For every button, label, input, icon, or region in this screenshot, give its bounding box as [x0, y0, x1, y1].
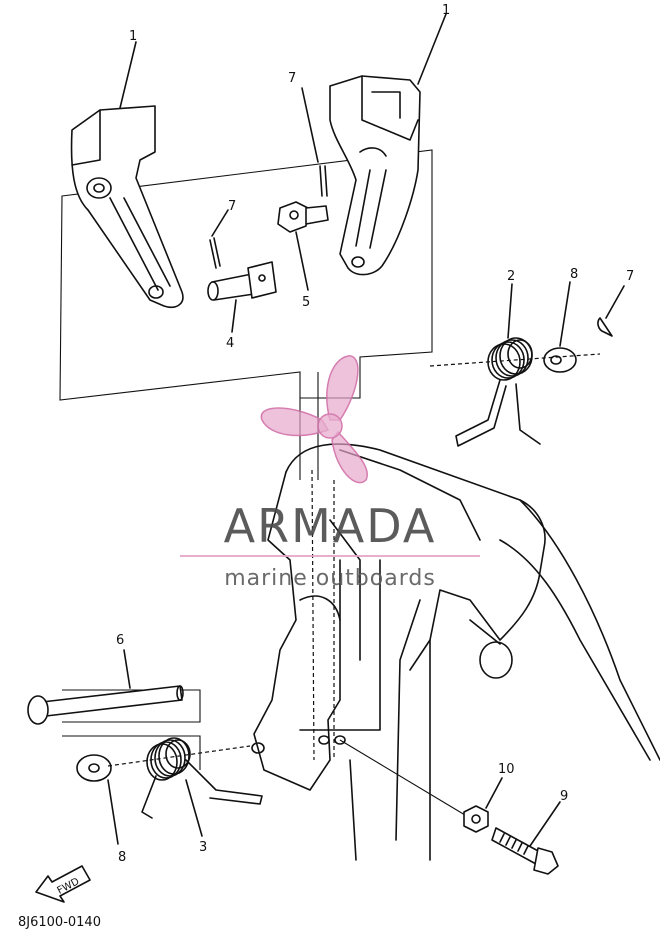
cotter-pin-part-7-middle	[301, 87, 328, 197]
bracket-left-part-1	[70, 41, 184, 308]
clevis-pin-part-4	[207, 261, 277, 333]
assembly-axis-bolt	[339, 739, 471, 819]
forward-direction-arrow: FWD	[35, 865, 91, 903]
flat-washer-part-8-upper	[543, 281, 577, 373]
long-pin-part-6	[27, 649, 201, 725]
callout-part-7-middle: 7	[288, 71, 296, 86]
watermark-brand: ARMADA	[224, 499, 437, 553]
callout-part-2: 2	[507, 269, 515, 284]
bolt-part-9	[491, 801, 561, 875]
callout-part-1-left: 1	[129, 29, 137, 44]
callout-part-3: 3	[199, 840, 207, 855]
swivel-bracket-body	[251, 443, 660, 861]
flat-washer-part-8-lower	[62, 735, 201, 845]
callout-part-4: 4	[226, 336, 234, 351]
drawing-code: 8J6100-0140	[18, 915, 101, 930]
callout-part-1-right: 1	[442, 3, 450, 18]
brand-watermark: ARMADA marine outboards	[180, 355, 480, 591]
nut-part-10	[463, 777, 503, 833]
callout-part-7-left: 7	[228, 199, 236, 214]
cotter-pin-part-7-left	[209, 209, 229, 269]
assembly-axis-upper	[429, 353, 601, 367]
callout-part-8-lower: 8	[118, 850, 126, 865]
watermark-tagline: marine outboards	[224, 566, 436, 591]
callout-part-8-upper: 8	[570, 267, 578, 282]
bracket-right-part-1	[329, 13, 447, 276]
propeller-logo	[260, 355, 369, 484]
torsion-spring-part-2	[455, 283, 541, 447]
clevis-pin-part-5	[277, 201, 329, 291]
callout-part-5: 5	[302, 295, 310, 310]
assembly-axis-lower	[107, 745, 251, 767]
callout-part-6: 6	[116, 633, 124, 648]
callout-part-9: 9	[560, 789, 568, 804]
callout-part-10: 10	[498, 762, 515, 777]
torsion-spring-part-3	[141, 737, 263, 837]
cotter-pin-part-7-right	[597, 285, 625, 337]
callout-part-7-right: 7	[626, 269, 634, 284]
